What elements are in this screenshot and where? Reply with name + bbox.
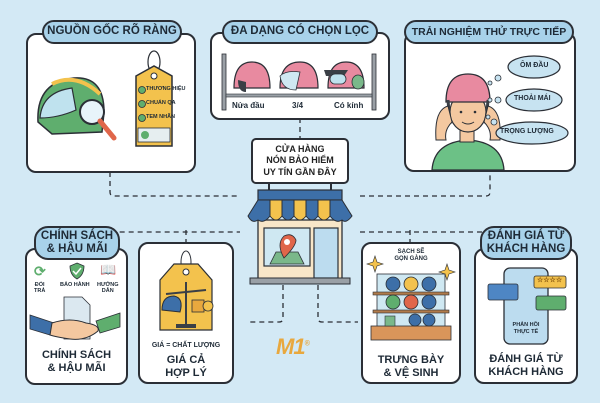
pill-reviews: ĐÁNH GIÁ TỪ KHÁCH HÀNG [480, 226, 572, 260]
icon-label-warranty: BẢO HÀNH [60, 282, 90, 288]
price-tag-scale-icon [159, 250, 214, 331]
store-sign: CỬA HÀNG NÓN BẢO HIỂM UY TÍN GẦN ĐÂY [251, 138, 349, 184]
clean-neat-label: SẠCH SẼ GỌN GÀNG [394, 249, 428, 263]
book-icon: 📖 [100, 262, 117, 277]
quality-tag-icon [135, 50, 173, 147]
review-stars: ☆☆☆☆ [537, 277, 563, 284]
caption-price: GIÁ CẢ HỢP LÝ [165, 354, 207, 380]
price-formula: GIÁ = CHẤT LƯỢNG [151, 342, 221, 349]
phone-feedback-text: PHẢN HỒI THỰC TẾ [512, 322, 540, 335]
thought-comfortable: THOẢI MÁI [514, 95, 551, 102]
m1-logo: M1® [276, 334, 310, 359]
return-arrows-icon: ⟳ [34, 263, 46, 279]
helmet-type-half: Nửa đầu [232, 101, 265, 110]
thought-bubbles [485, 55, 569, 145]
pill-try-on: TRẢI NGHIỆM THỬ TRỰC TIẾP [404, 20, 574, 44]
helmet-rack-icon [221, 53, 377, 111]
thought-weight: TRỌNG LƯỢNG [500, 128, 554, 135]
shield-check-icon [69, 262, 85, 280]
pill-policy: CHÍNH SÁCH & HẬU MÃI [34, 226, 120, 260]
storefront-with-map-pin-icon [247, 184, 353, 285]
caption-policy: CHÍNH SÁCH & HẬU MÃI [41, 349, 112, 375]
caption-reviews: ĐÁNH GIÁ TỪ KHÁCH HÀNG [488, 353, 564, 379]
pill-variety: ĐA DẠNG CÓ CHỌN LỌC [222, 20, 378, 44]
tag-item-label: TEM NHÃN [146, 114, 176, 120]
helmet-shelf-icon [366, 255, 456, 341]
handshake-icon [29, 296, 121, 340]
helmet-type-three-quarter: 3/4 [292, 101, 304, 110]
tag-item-brand: THƯƠNG HIỆU [146, 86, 186, 92]
caption-display: TRƯNG BÀY & VỆ SINH [377, 354, 445, 380]
pill-clear-origin: NGUỒN GỐC RÕ RÀNG [42, 20, 182, 44]
helmet-type-visor: Có kính [334, 101, 364, 110]
person-trying-helmet-icon [431, 73, 505, 171]
phone-reviews-icon [487, 267, 567, 345]
helmet-magnifier-icon [37, 77, 117, 141]
icon-label-return: ĐỔI TRẢ [34, 282, 46, 295]
thought-hugs-head: ÔM ĐẦU [520, 62, 549, 69]
icon-label-guide: HƯỚNG DẪN [97, 282, 119, 295]
tag-item-qa: CHUẨN QA [146, 100, 176, 106]
